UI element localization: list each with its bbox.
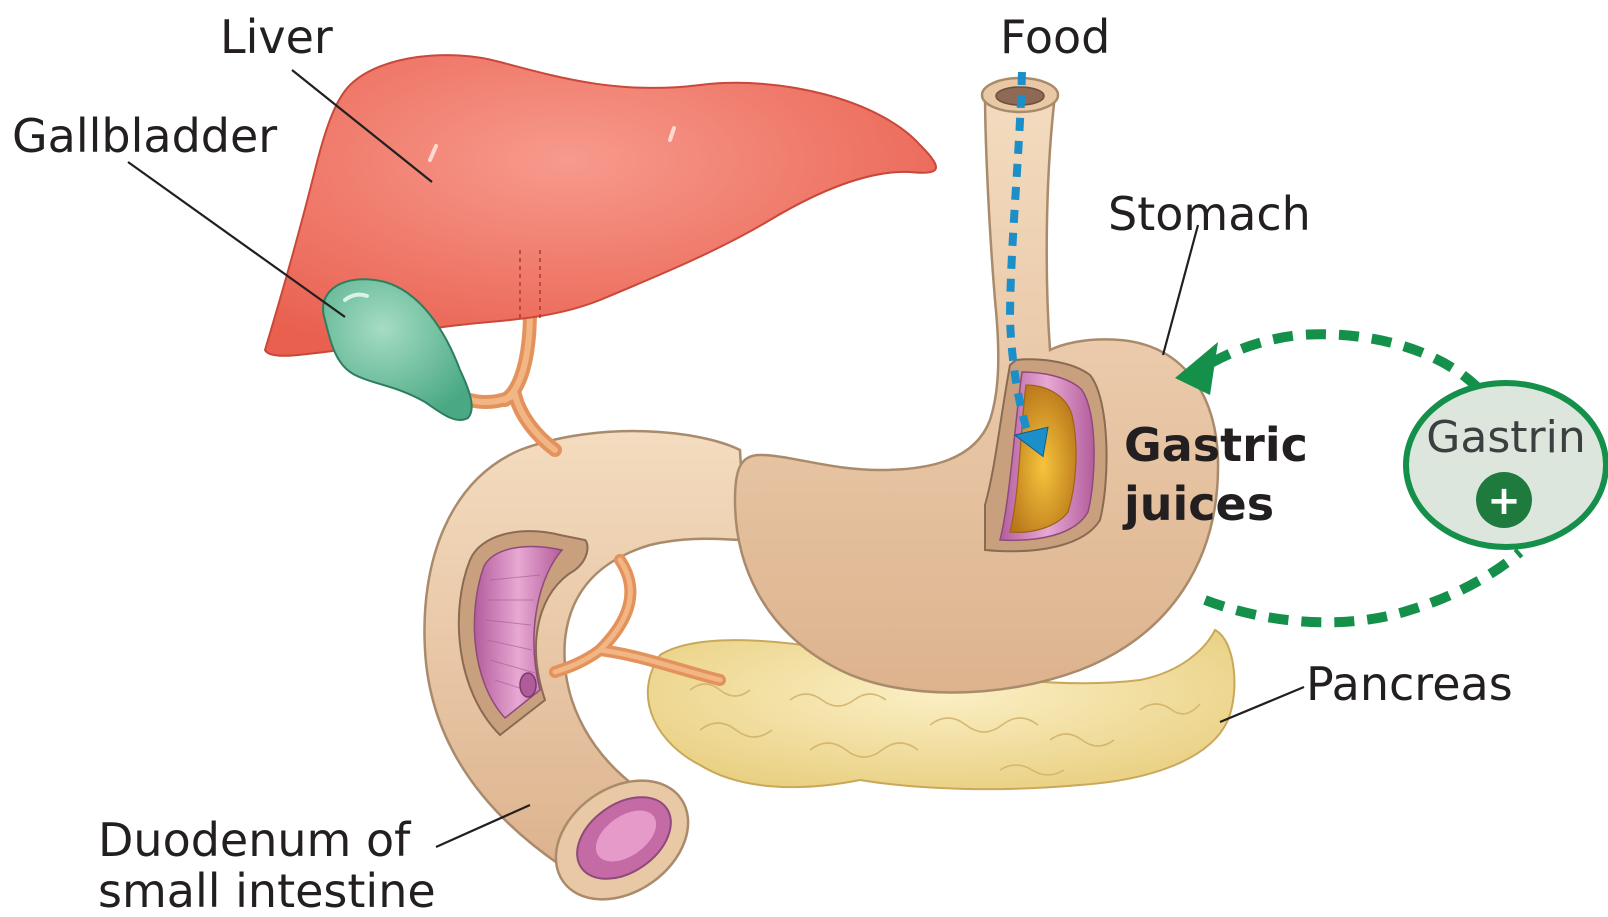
label-gallbladder: Gallbladder [12, 109, 277, 163]
label-duodenum-line1: Duodenum of [98, 813, 412, 867]
label-duodenum-line2: small intestine [98, 864, 436, 917]
gastrin-plus-sign: + [1487, 478, 1521, 524]
gastrin-label: Gastrin [1426, 412, 1585, 463]
label-gastric-juices-line2: juices [1122, 477, 1274, 531]
label-liver: Liver [220, 10, 333, 64]
label-food: Food [1000, 10, 1110, 64]
gastrin-hormone: Gastrin + [1406, 383, 1606, 547]
label-stomach: Stomach [1108, 187, 1311, 241]
label-pancreas: Pancreas [1306, 657, 1513, 711]
label-gastric-juices-line1: Gastric [1124, 418, 1308, 472]
